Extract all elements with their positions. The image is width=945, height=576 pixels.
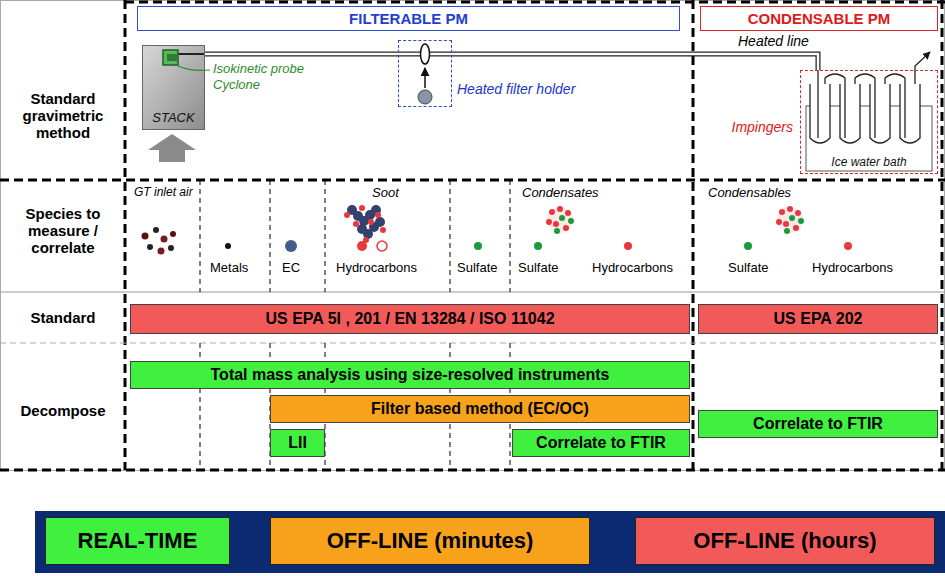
node-text: STACK — [143, 110, 204, 125]
row-header: Standard — [4, 309, 122, 326]
hydrocarbon-dot — [624, 242, 632, 250]
hydrocarbon-dot — [377, 241, 387, 251]
node-text: Impingers — [732, 119, 793, 135]
callout-label: Isokinetic probe — [213, 61, 304, 76]
species-label: Condensables — [708, 185, 791, 200]
inlet-arrow — [148, 134, 196, 162]
connector-core — [205, 53, 398, 56]
sulfate-dot — [474, 242, 482, 250]
particle-symbol — [418, 90, 432, 104]
species-label: Soot — [372, 185, 399, 200]
grid-lines — [0, 0, 945, 470]
species-label: Hydrocarbons — [336, 260, 417, 275]
callout-label: Cyclone — [213, 77, 260, 92]
node-text: Correlate to FTIR — [536, 434, 666, 452]
species-label: Metals — [210, 260, 248, 275]
species-label: Sulfate — [457, 260, 497, 275]
method-bar: Correlate to FTIR — [698, 410, 938, 438]
soot-aggregate — [344, 205, 386, 243]
node-text: CONDENSABLE PM — [748, 10, 891, 27]
species-label: GT inlet air — [134, 185, 193, 199]
row-divider — [0, 343, 945, 344]
connector-core — [452, 54, 818, 70]
impinger-box: ImpingersIce water bath — [800, 70, 938, 174]
node-text: Heated filter holder — [457, 81, 575, 97]
node-text: Filter based method (EC/OC) — [371, 400, 589, 418]
row-header: Standard gravimetric method — [4, 90, 122, 141]
connector-label: Heated line — [736, 33, 811, 49]
legend-band — [35, 511, 945, 573]
row-header: Decompose — [4, 402, 122, 419]
legend-text: REAL-TIME — [78, 528, 198, 554]
probe-icon — [163, 50, 178, 65]
stack-box: STACK — [142, 45, 205, 130]
legend-swatch: OFF-LINE (hours) — [635, 517, 935, 565]
standard-bar: US EPA 5I , 201 / EN 13284 / ISO 11042 — [130, 304, 690, 334]
connector-path — [452, 54, 818, 70]
filter-element — [421, 44, 430, 64]
sulfate-dot — [534, 242, 542, 250]
row-divider — [0, 292, 945, 293]
impinger-tubes — [818, 52, 930, 138]
stack-body — [142, 45, 205, 130]
node-text: LII — [288, 434, 307, 452]
connector-path — [205, 52, 398, 57]
section-header: CONDENSABLE PM — [700, 6, 938, 31]
filter-holder-box: Heated filter holder — [398, 40, 452, 107]
species-label: EC — [282, 260, 300, 275]
species-label: Hydrocarbons — [592, 260, 673, 275]
inlet-particles — [142, 227, 177, 255]
node-text: FILTERABLE PM — [349, 10, 468, 27]
legend-swatch: OFF-LINE (minutes) — [270, 517, 590, 565]
method-bar: LII — [270, 429, 325, 457]
heated-line — [205, 54, 398, 55]
impinger-bottles — [810, 84, 920, 143]
node-text: Total mass analysis using size-resolved … — [211, 366, 610, 384]
legend-text: OFF-LINE (hours) — [693, 528, 876, 554]
species-label: Condensates — [522, 185, 599, 200]
metal-dot — [225, 243, 231, 249]
table-frame — [1, 1, 945, 471]
species-label: Sulfate — [518, 260, 558, 275]
section-header: FILTERABLE PM — [137, 6, 680, 31]
node-text: US EPA 5I , 201 / EN 13284 / ISO 11042 — [265, 310, 554, 328]
standard-bar: US EPA 202 — [698, 304, 938, 334]
heated-line — [452, 54, 818, 70]
legend-text: OFF-LINE (minutes) — [327, 528, 534, 554]
node-text: Ice water bath — [801, 155, 937, 169]
ec-dot — [285, 240, 297, 252]
legend-swatch: REAL-TIME — [45, 517, 230, 565]
probe-pipe — [178, 53, 205, 55]
row-header: Species to measure / correlate — [4, 205, 122, 256]
node-text: Correlate to FTIR — [753, 415, 883, 433]
method-bar: Filter based method (EC/OC) — [270, 395, 690, 423]
method-bar: Total mass analysis using size-resolved … — [130, 361, 690, 389]
sulfate-dot — [744, 242, 752, 250]
hydrocarbon-dot — [844, 242, 852, 250]
probe-icon — [167, 54, 178, 61]
condensate-droplet — [546, 206, 574, 234]
method-bar: Correlate to FTIR — [512, 429, 690, 457]
species-label: Sulfate — [728, 260, 768, 275]
species-label: Hydrocarbons — [812, 260, 893, 275]
node-text: US EPA 202 — [774, 310, 863, 328]
flow-arrow — [424, 68, 426, 88]
condensable-droplet — [776, 206, 804, 234]
